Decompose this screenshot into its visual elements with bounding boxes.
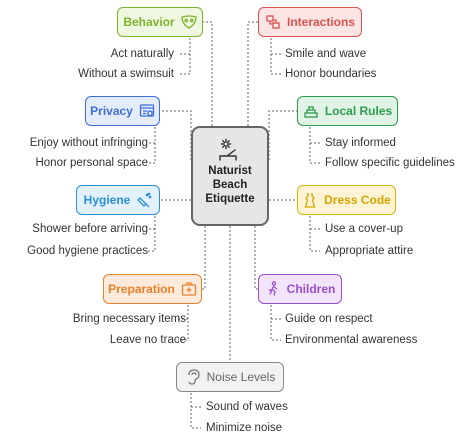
preparation-item-2: Leave no trace xyxy=(109,334,186,346)
category-dress-code[interactable]: Dress Code xyxy=(297,185,396,215)
hygiene-item-2: Good hygiene practices xyxy=(27,245,148,257)
child-icon xyxy=(268,281,278,296)
local-rules-item-2: Follow specific guidelines xyxy=(325,157,455,169)
interactions-item-1: Smile and wave xyxy=(285,48,367,60)
category-noise-levels-label: Noise Levels xyxy=(206,370,276,384)
dress-code-item-1: Use a cover-up xyxy=(325,223,403,235)
privacy-icon xyxy=(139,104,154,117)
category-children-label: Children xyxy=(286,282,336,296)
category-privacy[interactable]: Privacy xyxy=(85,96,160,126)
privacy-item-2: Honor personal space xyxy=(35,157,148,169)
category-interactions[interactable]: Interactions xyxy=(258,7,362,37)
category-behavior[interactable]: Behavior xyxy=(117,7,203,37)
category-dress-code-label: Dress Code xyxy=(324,193,391,207)
noise-levels-item-2: Minimize noise xyxy=(206,422,283,434)
children-item-2: Environmental awareness xyxy=(285,334,418,346)
first-aid-icon xyxy=(181,282,196,296)
mask-icon xyxy=(181,15,197,29)
category-preparation-label: Preparation xyxy=(108,282,175,296)
spray-icon xyxy=(137,192,152,208)
category-preparation[interactable]: Preparation xyxy=(103,274,202,304)
preparation-item-1: Bring necessary items xyxy=(72,313,186,325)
category-noise-levels[interactable]: Noise Levels xyxy=(176,362,284,392)
central-topic[interactable]: Naturist Beach Etiquette xyxy=(191,126,269,226)
category-interactions-label: Interactions xyxy=(286,15,355,29)
category-local-rules[interactable]: Local Rules xyxy=(297,96,398,126)
hygiene-item-1: Shower before arriving xyxy=(32,223,148,235)
noise-levels-item-1: Sound of waves xyxy=(206,401,288,413)
interactions-item-2: Honor boundaries xyxy=(285,68,377,80)
dress-icon xyxy=(304,193,316,208)
people-icon xyxy=(266,15,280,29)
category-behavior-label: Behavior xyxy=(123,15,175,29)
category-local-rules-label: Local Rules xyxy=(324,104,393,118)
children-item-1: Guide on respect xyxy=(285,313,373,325)
category-children[interactable]: Children xyxy=(258,274,342,304)
ear-icon xyxy=(187,369,200,385)
dress-code-item-2: Appropriate attire xyxy=(325,245,414,257)
category-privacy-label: Privacy xyxy=(90,104,133,118)
category-hygiene[interactable]: Hygiene xyxy=(76,185,160,215)
local-rules-item-1: Stay informed xyxy=(325,137,396,149)
central-topic-title: Naturist Beach Etiquette xyxy=(205,165,255,205)
privacy-item-1: Enjoy without infringing xyxy=(29,137,148,149)
sunbed-icon xyxy=(219,138,237,161)
behavior-item-1: Act naturally xyxy=(110,48,174,60)
behavior-item-2: Without a swimsuit xyxy=(78,68,174,80)
category-hygiene-label: Hygiene xyxy=(83,193,131,207)
rules-icon xyxy=(304,106,318,118)
